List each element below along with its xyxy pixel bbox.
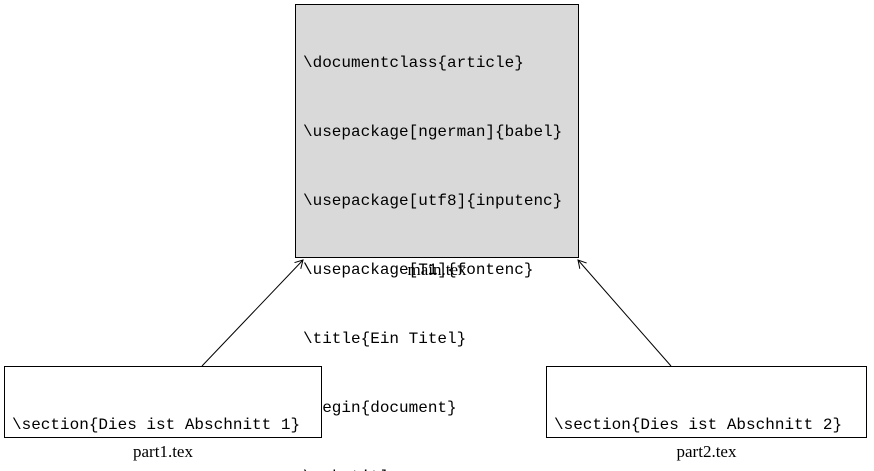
code-line: \section{Dies ist Abschnitt 2}	[554, 416, 843, 434]
code-line: \section{Dies ist Abschnitt 1}	[12, 416, 301, 434]
code-line: \begin{document}	[303, 399, 457, 417]
part2-tex-box: \section{Dies ist Abschnitt 2} Hier ein …	[546, 366, 867, 438]
code-line: \title{Ein Titel}	[303, 330, 467, 348]
main-tex-label: main.tex	[407, 260, 467, 279]
code-line: \usepackage[ngerman]{babel}	[303, 123, 563, 141]
part1-tex-label: part1.tex	[133, 442, 193, 461]
code-line: \usepackage[utf8]{inputenc}	[303, 192, 563, 210]
part1-tex-box: \section{Dies ist Abschnitt 1} Hier ein …	[4, 366, 322, 438]
code-line: \maketitle	[303, 466, 572, 471]
main-tex-box: \documentclass{article} \usepackage[nger…	[295, 4, 579, 471]
code-line: \usepackage[T1]{fontenc}	[303, 261, 534, 279]
arrow-part1-to-main	[201, 260, 303, 367]
arrow-part2-to-main	[578, 260, 672, 367]
code-line: \documentclass{article}	[303, 54, 524, 72]
part2-tex-label: part2.tex	[676, 442, 737, 461]
